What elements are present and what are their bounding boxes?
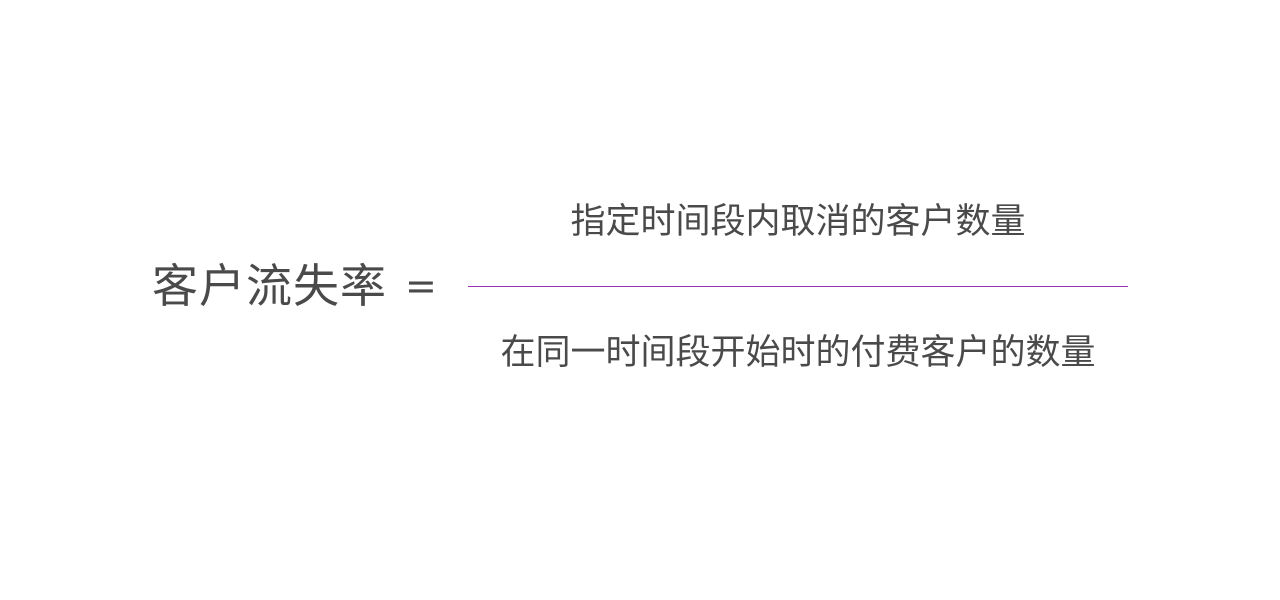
fraction-bar [468, 286, 1128, 287]
formula-left-side: 客户流失率 = [152, 256, 437, 316]
formula-denominator: 在同一时间段开始时的付费客户的数量 [500, 333, 1096, 373]
formula-term: 客户流失率 [152, 259, 387, 313]
equals-sign: = [405, 264, 437, 308]
formula-numerator: 指定时间段内取消的客户数量 [570, 202, 1026, 242]
